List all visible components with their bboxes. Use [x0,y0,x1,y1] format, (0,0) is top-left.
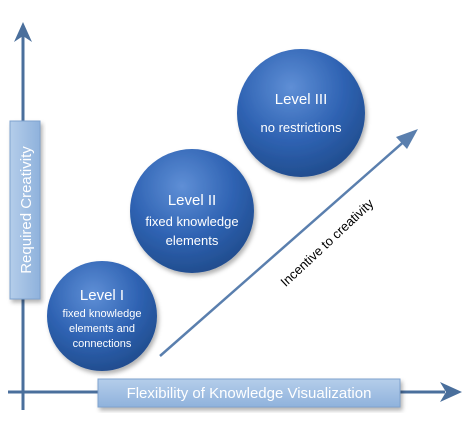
level-3-line-1: no restrictions [261,120,342,135]
incentive-arrowhead [396,129,418,149]
y-axis-label-box [9,120,41,300]
y-axis-label: Required Creativity [18,146,35,274]
level-3-title: Level III [275,91,328,108]
level-2-line-1: fixed knowledge [145,214,238,229]
level-1-line-1: fixed knowledge [63,308,142,320]
x-axis-label-box [97,378,401,408]
level-3-circle [237,49,365,177]
level-1-line-3: connections [73,338,132,350]
level-1-circle [47,261,157,371]
x-axis-label: Flexibility of Knowledge Visualization [127,385,372,402]
incentive-arrow-line [159,137,409,357]
level-2-circle [130,149,254,273]
x-axis-arrowhead [440,382,462,402]
level-2-line-2: elements [166,233,219,248]
level-1-title: Level I [80,287,124,304]
level-1-line-2: elements and [69,323,135,335]
level-2-title: Level II [168,192,216,209]
y-axis-arrowhead [14,22,32,42]
